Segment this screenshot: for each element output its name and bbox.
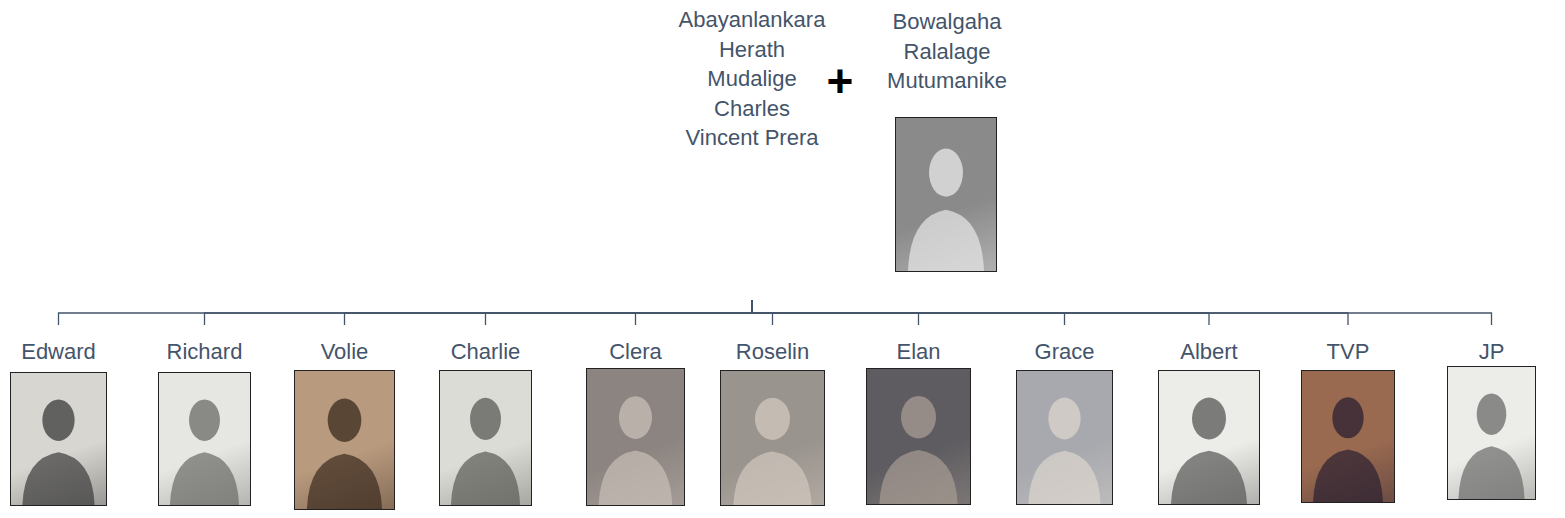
person-name: Roselin <box>717 337 828 367</box>
child-node: Elan <box>863 325 974 505</box>
portrait-figure <box>587 369 684 505</box>
portrait-photo <box>586 368 685 506</box>
family-connector <box>752 300 1492 325</box>
child-node: Volie <box>291 325 398 510</box>
portrait-figure <box>295 371 394 509</box>
couple-group: +Abayanlankara Herath Mudalige Charles V… <box>660 3 1010 300</box>
portrait-figure <box>896 118 996 271</box>
portrait-body <box>599 451 673 505</box>
portrait-figure <box>1017 371 1112 504</box>
portrait-figure <box>159 373 250 505</box>
person-name: Edward <box>7 337 110 367</box>
family-connector <box>345 300 753 325</box>
portrait-head <box>619 396 652 439</box>
person-name: Volie <box>291 337 398 367</box>
portrait-photo <box>1016 370 1113 505</box>
portrait-head <box>901 396 936 438</box>
portrait-body <box>1313 450 1383 502</box>
child-node: JP <box>1444 325 1539 500</box>
family-connector <box>636 300 753 325</box>
child-node: Roselin <box>717 325 828 506</box>
child-node: Clera <box>583 325 688 506</box>
portrait-body <box>1171 451 1247 504</box>
portrait-figure <box>1159 371 1259 504</box>
portrait-photo <box>866 368 971 505</box>
portrait-head <box>1332 397 1363 438</box>
plus-sign: + <box>816 58 864 106</box>
portrait-head <box>1048 398 1080 440</box>
family-connector <box>205 300 753 325</box>
portrait-photo <box>1447 366 1536 500</box>
portrait-head <box>755 398 790 440</box>
family-connector <box>486 300 753 325</box>
portrait-head <box>1477 393 1507 434</box>
portrait-body <box>733 451 811 505</box>
child-node: Richard <box>155 325 254 506</box>
person-name: Elan <box>863 337 974 367</box>
person-name: Bowalgaha Ralalage Mutumanike <box>872 7 1022 96</box>
child-node: Albert <box>1155 325 1263 505</box>
portrait-body <box>22 452 94 505</box>
portrait-photo <box>294 370 395 510</box>
portrait-head <box>42 399 74 440</box>
portrait-photo <box>439 370 532 506</box>
child-node: Grace <box>1013 325 1116 505</box>
portrait-body <box>307 454 382 509</box>
person-name: Abayanlankara Herath Mudalige Charles Vi… <box>676 5 828 153</box>
portrait-photo <box>720 370 825 506</box>
family-connector <box>59 300 753 325</box>
child-node: Edward <box>7 325 110 506</box>
parent-node: Abayanlankara Herath Mudalige Charles Vi… <box>676 5 828 155</box>
person-name: Clera <box>583 337 688 367</box>
portrait-head <box>1192 398 1226 440</box>
portrait-photo <box>10 372 107 506</box>
portrait-photo <box>158 372 251 506</box>
person-name: Richard <box>155 337 254 367</box>
portrait-body <box>1458 446 1524 499</box>
portrait-figure <box>11 373 106 505</box>
portrait-photo <box>895 117 997 272</box>
portrait-body <box>170 452 239 505</box>
portrait-head <box>328 399 362 442</box>
portrait-head <box>470 398 501 440</box>
person-name: TVP <box>1298 337 1398 367</box>
portrait-figure <box>440 371 531 505</box>
portrait-figure <box>721 371 824 505</box>
portrait-body <box>1028 451 1100 504</box>
portrait-head <box>189 399 220 440</box>
portrait-photo <box>1158 370 1260 505</box>
portrait-body <box>908 210 984 271</box>
portrait-photo <box>1301 370 1395 503</box>
portrait-figure <box>1302 371 1394 502</box>
child-node: TVP <box>1298 325 1398 503</box>
portrait-figure <box>867 369 970 504</box>
portrait-figure <box>1448 367 1535 499</box>
person-name: Albert <box>1155 337 1263 367</box>
portrait-head <box>929 149 963 197</box>
portrait-body <box>879 450 957 504</box>
child-node: Charlie <box>436 325 535 506</box>
portrait-body <box>451 451 520 505</box>
person-name: Grace <box>1013 337 1116 367</box>
person-name: Charlie <box>436 337 535 367</box>
parent-node: Bowalgaha Ralalage Mutumanike <box>872 7 1022 275</box>
person-name: JP <box>1444 337 1539 367</box>
